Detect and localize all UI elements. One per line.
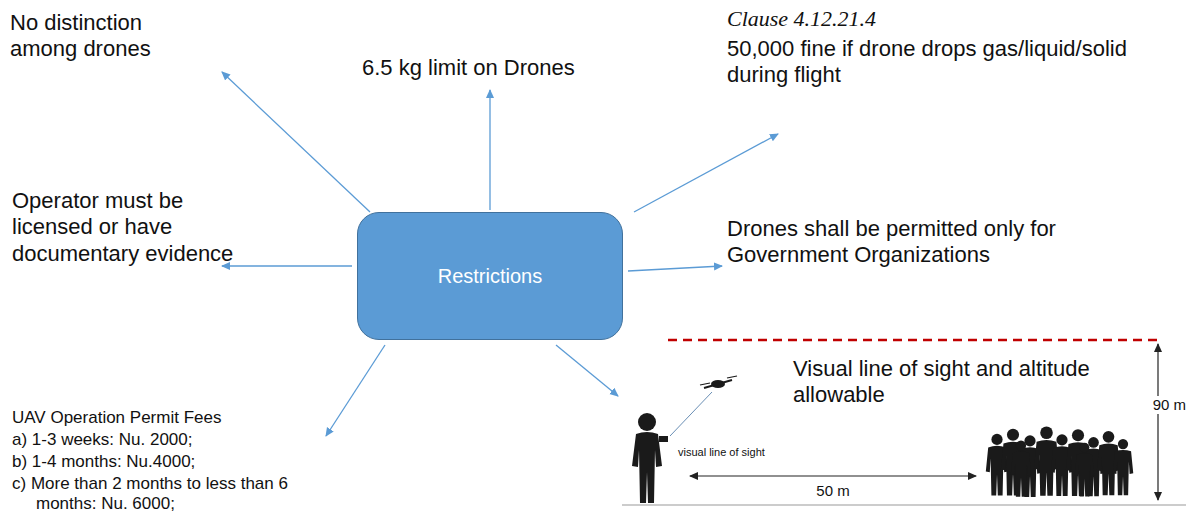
- altitude-limit: [668, 339, 1160, 342]
- fee-item: c) More than 2 months to less than 6 mon…: [12, 474, 312, 515]
- operator-figure: [632, 413, 668, 503]
- leader-arrows: [222, 72, 778, 436]
- dimension-label: 90 m: [1151, 396, 1188, 414]
- sight-line: [670, 392, 712, 436]
- restriction-note: No distinction among drones: [10, 10, 210, 63]
- restriction-note: Operator must be licensed or have docume…: [12, 188, 247, 267]
- crowd-figures: [986, 426, 1133, 497]
- restriction-note: Drones shall be permitted only for Gover…: [727, 216, 1147, 269]
- drone-symbol: [700, 376, 737, 388]
- node-title: Restrictions: [424, 257, 556, 296]
- restriction-note: 6.5 kg limit on Drones: [362, 55, 642, 81]
- restriction-note: 50,000 fine if drone drops gas/liquid/so…: [727, 36, 1187, 89]
- ground: [622, 505, 1186, 506]
- fee-item: a) 1-3 weeks: Nu. 2000;: [12, 430, 312, 450]
- fee-item: b) 1-4 months: Nu.4000;: [12, 452, 312, 472]
- dimension-label: 50 m: [814, 482, 851, 500]
- distance-dimension: [690, 475, 976, 476]
- restriction-hub: Restrictions: [357, 212, 623, 340]
- illustration-caption: Visual line of sight and altitude allowa…: [793, 356, 1133, 409]
- fee-heading: UAV Operation Permit Fees: [12, 408, 312, 428]
- clause-reference: Clause 4.12.21.4: [727, 6, 1027, 32]
- height-dimension: [1157, 344, 1158, 500]
- sight-label: visual line of sight: [676, 446, 767, 459]
